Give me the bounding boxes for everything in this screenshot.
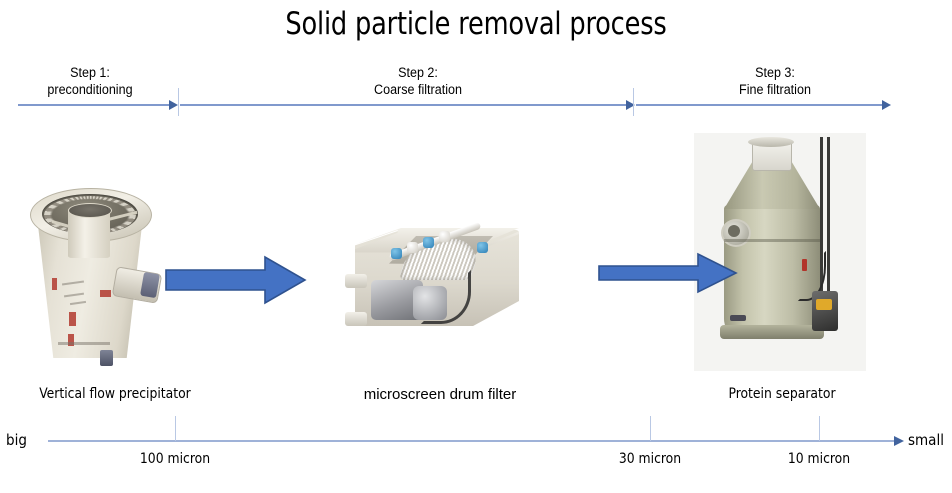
scale-tick-2 xyxy=(650,416,652,441)
separator-pump-label xyxy=(816,299,832,310)
step-label-1: Step 1: preconditioning xyxy=(6,64,173,98)
flow-arrow-1 xyxy=(165,254,307,306)
step-label-3-line2: Fine filtration xyxy=(739,82,811,97)
step-timeline-arrow-1-shaft xyxy=(18,104,170,106)
precipitator-bottom-drain xyxy=(100,350,113,366)
scale-tick-3 xyxy=(819,416,821,441)
separator-dosing-pump xyxy=(812,291,838,331)
step-timeline-arrow-2-head xyxy=(626,100,635,110)
precipitator-red-mark-3 xyxy=(69,312,76,326)
step-label-3-line1: Step 3: xyxy=(755,65,795,80)
microscreen-drum-filter-photo xyxy=(343,212,533,340)
equipment-caption-2: microscreen drum filter xyxy=(363,386,517,403)
step-timeline-arrow-3 xyxy=(636,99,891,111)
step-label-1-line1: Step 1: xyxy=(70,65,110,80)
scale-axis-line xyxy=(48,440,896,442)
step-timeline-arrow-1 xyxy=(18,99,178,111)
separator-bottom-valve xyxy=(730,315,746,321)
drum-filter-side-pipe-upper xyxy=(345,274,367,288)
drum-filter-valve-4 xyxy=(439,231,450,242)
drum-filter-hose xyxy=(421,270,471,324)
precipitator-red-mark-1 xyxy=(52,278,57,290)
scale-tick-label-3: 10 micron xyxy=(787,451,851,467)
drum-filter-motor xyxy=(413,286,447,320)
precipitator-red-mark-4 xyxy=(68,334,74,346)
equipment-caption-3: Protein separator xyxy=(728,386,836,402)
precipitator-inner-cylinder-top xyxy=(68,203,112,218)
separator-flange-bore xyxy=(728,225,740,237)
precipitator-red-mark-2 xyxy=(100,290,111,297)
step-label-3: Step 3: Fine filtration xyxy=(659,64,892,98)
step-divider-1 xyxy=(178,88,180,116)
scale-tick-label-1: 100 micron xyxy=(139,451,211,467)
step-timeline-arrow-1-head xyxy=(169,100,178,110)
scale-tick-1 xyxy=(175,416,177,441)
flow-arrow-2 xyxy=(598,249,738,297)
drum-filter-side-pipe-lower xyxy=(345,312,367,326)
step-label-2: Step 2: Coarse filtration xyxy=(297,64,539,98)
step-timeline-arrow-2-shaft xyxy=(180,104,627,106)
scale-axis-arrowhead xyxy=(894,436,904,446)
step-label-2-line2: Coarse filtration xyxy=(374,82,462,97)
separator-seam-band xyxy=(724,239,820,242)
scale-right-label: small xyxy=(908,431,944,449)
step-timeline-arrow-2 xyxy=(180,99,635,111)
step-label-1-line2: preconditioning xyxy=(47,82,133,97)
drum-filter-valve-5 xyxy=(477,242,488,253)
separator-base-skirt xyxy=(720,325,824,339)
step-label-2-line1: Step 2: xyxy=(398,65,438,80)
separator-standpipe-1 xyxy=(820,137,823,301)
drum-filter-valve-1 xyxy=(391,248,402,259)
drum-filter-valve-2 xyxy=(407,242,418,253)
page-title: Solid particle removal process xyxy=(285,6,667,42)
scale-tick-label-2: 30 micron xyxy=(618,451,682,467)
vertical-flow-precipitator-photo xyxy=(22,182,162,370)
step-timeline-arrow-3-shaft xyxy=(636,104,883,106)
precipitator-print-4 xyxy=(58,342,110,345)
separator-cup-lid xyxy=(748,137,794,147)
separator-standpipe-2 xyxy=(827,137,830,309)
equipment-caption-1: Vertical flow precipitator xyxy=(39,386,191,402)
step-timeline-arrow-3-head xyxy=(882,100,891,110)
protein-separator-photo xyxy=(694,133,866,371)
scale-left-label: big xyxy=(6,431,27,449)
step-divider-2 xyxy=(633,88,635,116)
drum-filter-valve-3 xyxy=(423,237,434,248)
